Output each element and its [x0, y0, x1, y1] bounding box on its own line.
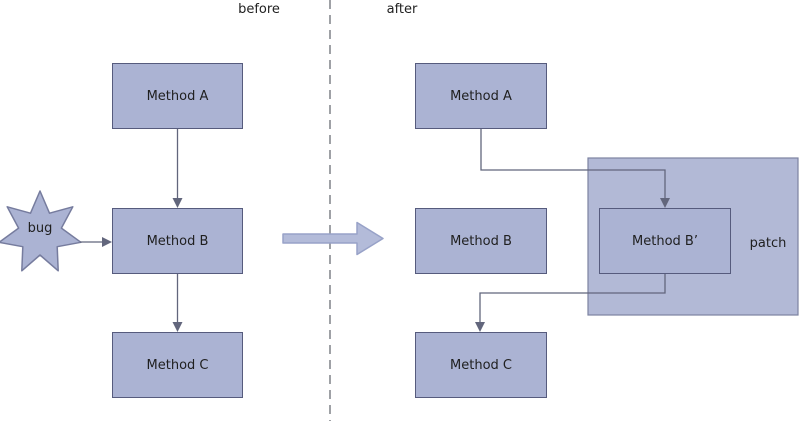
after-connectors [479, 129, 666, 323]
node-label: Method B [146, 233, 209, 249]
after-arrowheads [475, 198, 670, 332]
bug-star-burst [0, 190, 82, 272]
node-label: Method C [146, 357, 209, 373]
node-method-c-after: Method C [415, 332, 547, 398]
before-after-transition-arrow [282, 221, 384, 256]
node-label: Method C [450, 357, 512, 373]
arrowhead-a-to-bprime [660, 198, 670, 208]
bug-label: bug [27, 221, 53, 236]
before-arrowheads [102, 198, 183, 332]
connector-bprime-to-c [479, 274, 666, 323]
after-section-title: after [386, 2, 418, 17]
patch-label: patch [749, 236, 787, 251]
node-method-a-before: Method A [112, 63, 243, 129]
arrowhead-bug-to-b [102, 237, 112, 247]
node-method-c-before: Method C [112, 332, 243, 398]
node-method-b-prime-after: Method B’ [599, 208, 731, 274]
node-method-b-after: Method B [415, 208, 547, 274]
node-label: Method A [450, 88, 512, 104]
node-label: Method B [450, 233, 512, 249]
connector-a-to-bprime [480, 129, 666, 199]
node-label: Method A [146, 88, 209, 104]
node-label: Method B’ [632, 233, 698, 249]
before-section-title: before [238, 2, 280, 17]
arrowhead-bprime-to-c [475, 322, 485, 332]
node-method-a-after: Method A [415, 63, 547, 129]
arrowhead-a-to-b-before [172, 198, 183, 208]
node-method-b-before: Method B [112, 208, 243, 274]
before-connectors [80, 129, 179, 323]
arrowhead-b-to-c-before [172, 322, 183, 332]
